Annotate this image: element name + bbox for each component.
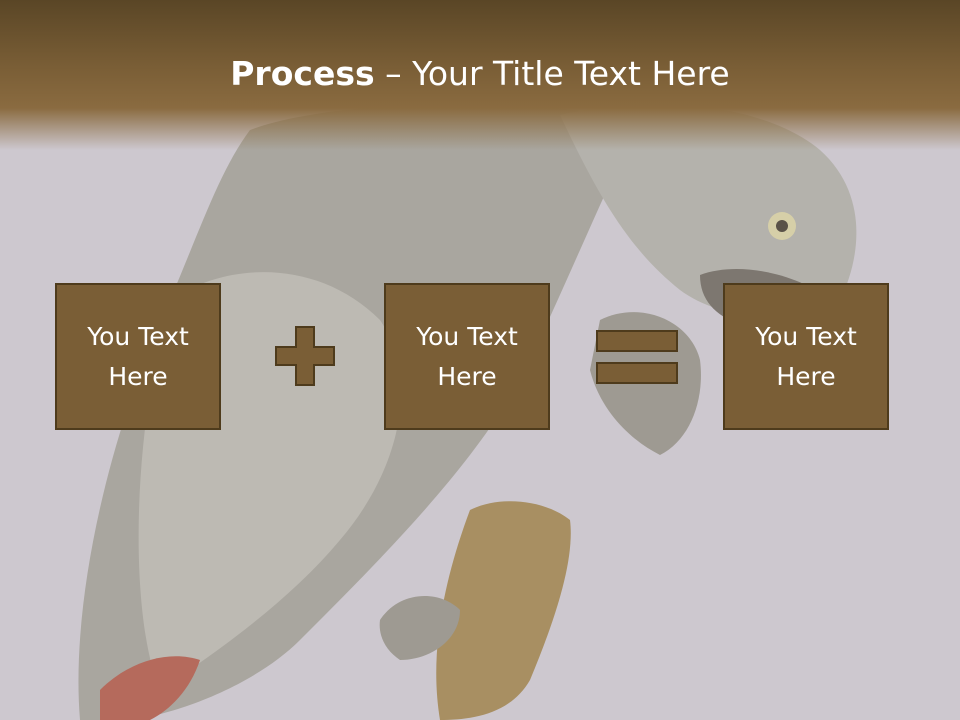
process-box-3-label: You Text Here xyxy=(755,321,857,391)
equals-icon xyxy=(596,330,678,384)
process-box-1-label: You Text Here xyxy=(87,321,189,391)
slide-title: Process – Your Title Text Here xyxy=(0,52,960,96)
slide-title-bold: Process xyxy=(230,54,375,93)
title-bar: Process – Your Title Text Here xyxy=(0,0,960,150)
process-box-2[interactable]: You Text Here xyxy=(384,283,550,430)
plus-icon xyxy=(275,326,335,386)
process-box-2-label: You Text Here xyxy=(416,321,518,391)
slide-title-text: Your Title Text Here xyxy=(412,54,730,93)
process-box-1[interactable]: You Text Here xyxy=(55,283,221,430)
process-box-3[interactable]: You Text Here xyxy=(723,283,889,430)
slide-title-separator: – xyxy=(374,54,413,93)
